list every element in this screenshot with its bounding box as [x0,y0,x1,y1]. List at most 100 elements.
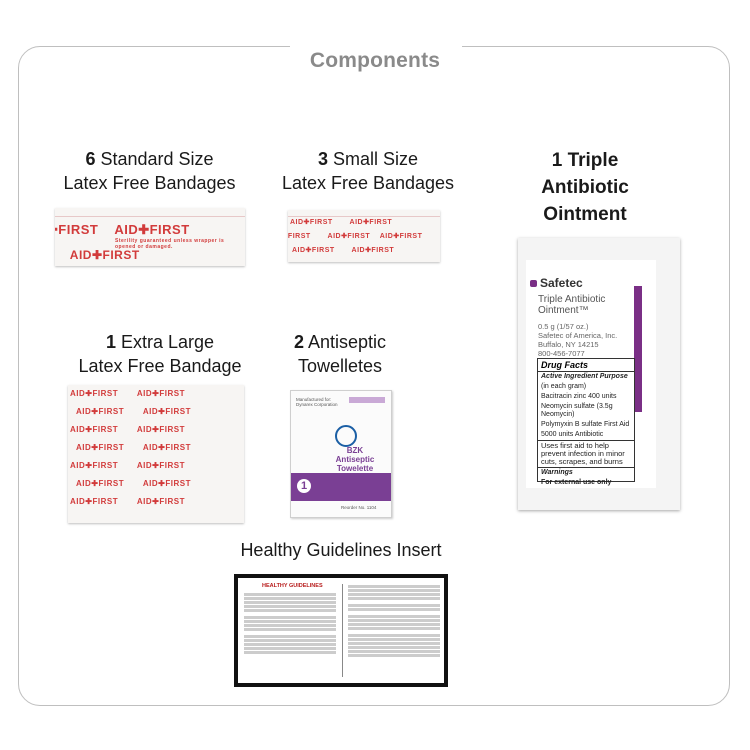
towelette-top-text: Manufactured for: Dynarex Corporation [296,397,338,407]
page-title: Components [309,49,441,72]
label-line2: Latex Free Bandages [63,173,236,193]
bandage-brand: AID✚FIRST AID✚FIRST [292,246,394,254]
brand-text: AID✚FIRST [76,479,125,488]
facts-title: Drug Facts [538,359,634,372]
name-line1: Triple Antibiotic [538,294,606,305]
facts-ing3: Polymyxin B sulfate First Aid [541,421,630,428]
brand-text: Safetec [540,276,583,290]
brand-text: AID✚FIRST [136,389,185,398]
extra-large-bandage: AID✚FIRST AID✚FIRST AID✚FIRST AID✚FIRST … [68,385,244,523]
label-line1: Extra Large [120,332,215,352]
label-small-bandages: 3 Small Size Latex Free Bandages [268,147,468,195]
count: 6 [85,149,96,169]
ointment-name: Triple Antibiotic Ointment™ [538,294,605,316]
label-line2: Latex Free Bandage [78,356,242,376]
ointment-packet: Safetec Triple Antibiotic Ointment™ 0.5 … [518,238,680,510]
ointment-meta: 0.5 g (1/57 oz.) Safetec of America, Inc… [538,322,617,358]
brand-text: AID✚FIRST [55,222,99,237]
label-line1: Standard Size [100,149,214,169]
insert-divider [342,584,343,677]
name-line2: Ointment™ [538,305,589,316]
brand-text: AID✚FIRST [349,219,393,226]
label-line2: Towelletes [297,356,383,376]
facts-uses: Uses first aid to help prevent infection… [538,441,634,468]
towelette-count: 1 [297,479,311,493]
label-line2: Antibiotic [541,177,629,198]
label-towelettes: 2 Antiseptic Towelletes [270,330,410,378]
small-bandage: AID✚FIRST AID✚FIRST AID✚FIRST AID✚FIRST … [288,210,440,262]
dynarex-logo-icon [335,425,357,447]
label-insert: Healthy Guidelines Insert [240,540,442,560]
bandage-stripe [55,216,245,217]
brand-text: AID✚FIRST [379,233,423,240]
count: 3 [317,149,328,169]
brand-text: AID✚FIRST [288,233,311,240]
brand-text: AID✚FIRST [327,233,371,240]
count: 1 [551,150,563,171]
brand-text: AID✚FIRST [70,497,119,506]
packet-purple-bar [634,286,642,412]
antiseptic-towelette: Manufactured for: Dynarex Corporation BZ… [290,390,392,518]
brand-text: AID✚FIRST [136,425,185,434]
label-line3: Ointment [543,204,627,225]
city: Buffalo, NY 14215 [538,340,599,349]
count: 2 [293,332,304,352]
label-standard-bandages: 6 Standard Size Latex Free Bandages [52,147,247,195]
phone: 800-456-7077 [538,349,585,358]
insert-column-left [244,592,336,655]
ointment-brand: Safetec [530,276,583,290]
brand-text: AID✚FIRST [70,425,119,434]
facts-external: For external use only [541,479,612,486]
label-line1: Antiseptic [307,332,387,352]
brand-text: AID✚FIRST [70,461,119,470]
bandage-fine: Sterility guaranteed unless wrapper is o… [115,238,225,250]
facts-ing2: Neomycin sulfate (3.5g Neomycin) [541,403,613,418]
label-ointment: 1 Triple Antibiotic Ointment [510,147,660,228]
safetec-logo-icon [530,280,537,287]
bandage-stripe [288,216,440,217]
size: 0.5 g (1/57 oz.) [538,322,589,331]
brand-text: AID✚FIRST [76,443,125,452]
towelette-product: BZK Antiseptic Towelette [335,446,375,473]
bandage-brand: AID✚FIRST AID✚FIRST [70,461,185,470]
bandage-brand: AID✚FIRST AID✚FIRST [70,497,185,506]
brand-text: AID✚FIRST [70,389,119,398]
brand-text: AID✚FIRST [142,443,191,452]
insert-column-right [348,584,440,658]
bandage-brand: AID✚FIRST AID✚FIRST [290,218,392,226]
bandage-brand: AID✚FIRST AID✚FIRST [76,479,191,488]
bandage-brand: AID✚FIRST AID✚FIRST [76,443,191,452]
towelette-code [349,397,385,403]
title-gap [290,38,462,58]
brand-text: AID✚FIRST [351,247,395,254]
bandage-brand: AID✚FIRST AID✚FIRST [76,407,191,416]
brand-text: AID✚FIRST [292,247,335,254]
bandage-brand: AID✚FIRST AID✚FIRST AID✚FIRST [288,232,422,240]
brand-text: AID✚FIRST [69,248,140,262]
company: Safetec of America, Inc. [538,331,618,340]
bandage-brand: AID✚FIRST AID✚FIRST [55,222,190,238]
brand-text: AID✚FIRST [114,222,190,237]
count: 1 [105,332,116,352]
brand-text: AID✚FIRST [136,497,185,506]
facts-active-sub: (in each gram) [541,383,587,390]
label-line2: Latex Free Bandages [281,173,455,193]
brand-text: AID✚FIRST [142,479,191,488]
brand-text: AID✚FIRST [290,219,333,226]
drug-facts-box: Drug Facts Active Ingredient Purpose (in… [537,358,635,486]
towelette-reorder: Reorder No. 1104 [341,505,377,510]
label-line1: Small Size [333,149,419,169]
brand-text: AID✚FIRST [142,407,191,416]
facts-active-header: Active Ingredient Purpose [541,373,628,380]
facts-ing1: Bacitracin zinc 400 units [541,393,617,400]
bandage-brand: AID✚FIRST AID✚FIRST [55,248,140,262]
standard-bandage: AID✚FIRST AID✚FIRST Sterility guaranteed… [55,208,245,266]
bandage-brand: AID✚FIRST AID✚FIRST [70,389,185,398]
label-xl-bandage: 1 Extra Large Latex Free Bandage [60,330,260,378]
label-line1: Triple [567,150,619,171]
insert-heading: HEALTHY GUIDELINES [262,583,323,589]
facts-warnings: Warnings [541,469,573,476]
brand-text: AID✚FIRST [136,461,185,470]
guidelines-insert: HEALTHY GUIDELINES [234,574,448,687]
bandage-brand: AID✚FIRST AID✚FIRST [70,425,185,434]
